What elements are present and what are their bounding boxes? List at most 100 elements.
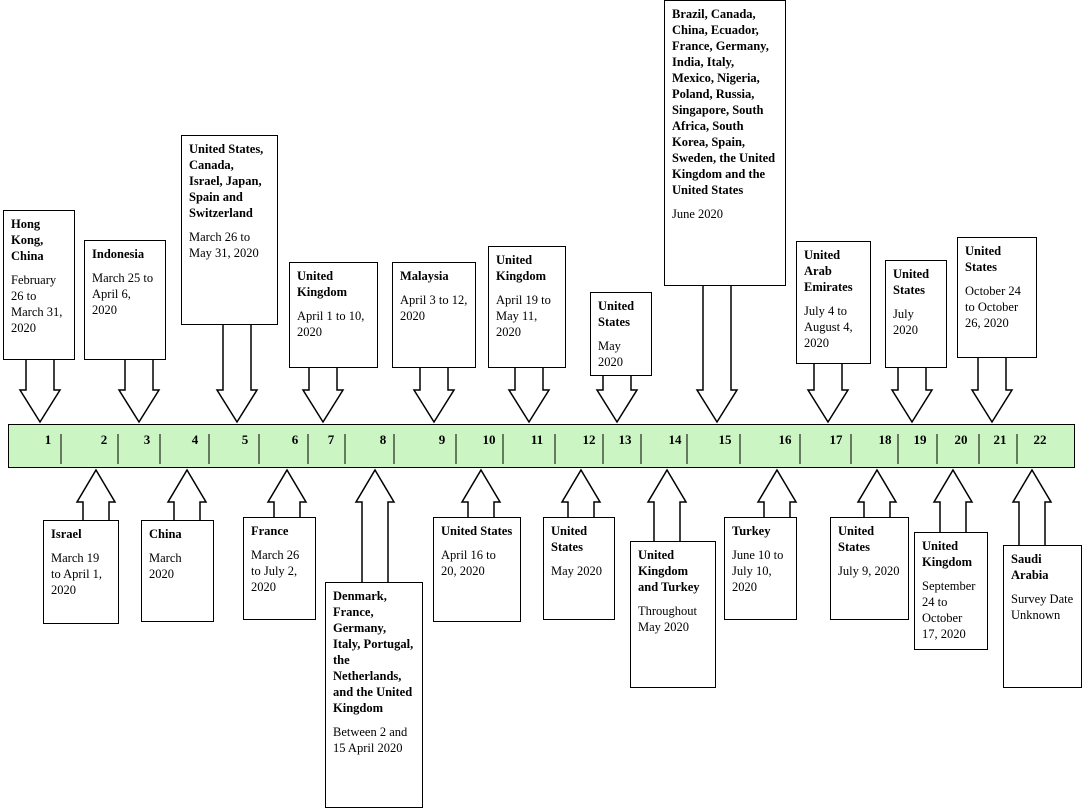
event-date: June 10 to July 10, 2020: [732, 548, 784, 594]
event-date: March 26 to May 31, 2020: [189, 230, 259, 260]
timeline-number-21: 21: [993, 432, 1007, 447]
timeline-number-3: 3: [143, 432, 151, 447]
event-country: United States: [441, 524, 513, 538]
event-country: France: [251, 524, 289, 538]
event-country: United Kingdom: [496, 253, 547, 283]
event-date: May 2020: [551, 564, 603, 578]
timeline-number-17: 17: [829, 432, 843, 447]
down-arrow-7: [301, 366, 345, 424]
timeline-number-22: 22: [1033, 432, 1047, 447]
event-date: June 2020: [672, 207, 724, 221]
event-country: Malaysia: [400, 269, 449, 283]
event-date: July 4 to August 4, 2020: [804, 304, 853, 350]
timeline-number-15: 15: [718, 432, 732, 447]
event-date: March 25 to April 6, 2020: [92, 271, 154, 317]
event-box-15: Brazil, Canada, China, Ecuador, France, …: [664, 0, 786, 286]
timeline-number-9: 9: [438, 432, 446, 447]
event-country: Israel: [51, 527, 82, 541]
event-date: Throughout May 2020: [638, 604, 698, 634]
event-date: March 19 to April 1, 2020: [51, 551, 103, 597]
timeline-number-11: 11: [530, 432, 544, 447]
up-arrow-6: [266, 468, 308, 519]
timeline-number-12: 12: [582, 432, 596, 447]
event-country: United States, Canada, Israel, Japan, Sp…: [189, 142, 264, 220]
up-arrow-22: [1011, 468, 1053, 547]
timeline-number-8: 8: [379, 432, 387, 447]
timeline-number-13: 13: [618, 432, 632, 447]
up-arrow-2: [75, 468, 117, 522]
event-date: April 3 to 12, 2020: [400, 293, 468, 323]
event-country: United States: [598, 299, 635, 329]
up-arrow-4: [166, 468, 208, 522]
event-date: Survey Date Unknown: [1011, 592, 1074, 622]
up-arrow-20: [932, 468, 974, 534]
event-date: Between 2 and 15 April 2020: [333, 725, 408, 755]
event-country: United Kingdom: [922, 539, 973, 569]
down-arrow-13: [595, 374, 639, 424]
up-arrow-10: [460, 468, 502, 519]
down-arrow-17: [806, 362, 850, 424]
timeline-number-10: 10: [482, 432, 496, 447]
timeline-number-14: 14: [668, 432, 682, 447]
down-arrow-11: [507, 366, 551, 424]
timeline-number-1: 1: [44, 432, 52, 447]
timeline-number-4: 4: [191, 432, 199, 447]
event-date: March 2020: [149, 551, 182, 581]
event-country: Denmark, France, Germany, Italy, Portuga…: [333, 589, 414, 715]
down-arrow-1: [18, 358, 62, 424]
down-arrow-9: [412, 366, 456, 424]
down-arrow-19: [890, 366, 934, 424]
up-arrow-16: [756, 468, 798, 519]
timeline-number-2: 2: [100, 432, 108, 447]
down-arrow-21: [970, 356, 1014, 424]
event-date: April 1 to 10, 2020: [297, 309, 365, 339]
timeline-number-5: 5: [241, 432, 249, 447]
event-date: October 24 to October 26, 2020: [965, 284, 1021, 330]
up-arrow-18: [856, 468, 898, 519]
event-date: April 19 to May 11, 2020: [496, 293, 551, 339]
timeline-number-7: 7: [327, 432, 335, 447]
event-box-8: Denmark, France, Germany, Italy, Portuga…: [325, 582, 423, 808]
up-arrow-8: [354, 468, 396, 584]
up-arrow-12: [560, 468, 602, 519]
event-box-5: United States, Canada, Israel, Japan, Sp…: [181, 135, 278, 325]
event-country: United States: [965, 244, 1002, 274]
timeline-number-19: 19: [913, 432, 927, 447]
timeline-bar: [8, 424, 1075, 468]
up-arrow-14: [646, 468, 688, 543]
event-country: Saudi Arabia: [1011, 552, 1049, 582]
down-arrow-3: [117, 358, 161, 424]
timeline-number-6: 6: [291, 432, 299, 447]
event-country: Turkey: [732, 524, 771, 538]
down-arrow-5: [215, 323, 259, 424]
down-arrow-15: [695, 284, 739, 424]
event-country: Brazil, Canada, China, Ecuador, France, …: [672, 7, 776, 197]
event-country: United States: [838, 524, 875, 554]
event-date: February 26 to March 31, 2020: [11, 273, 63, 335]
timeline-number-18: 18: [878, 432, 892, 447]
event-country: Indonesia: [92, 247, 145, 261]
event-date: March 26 to July 2, 2020: [251, 548, 300, 594]
event-date: July 9, 2020: [838, 564, 900, 578]
timeline-number-16: 16: [778, 432, 792, 447]
